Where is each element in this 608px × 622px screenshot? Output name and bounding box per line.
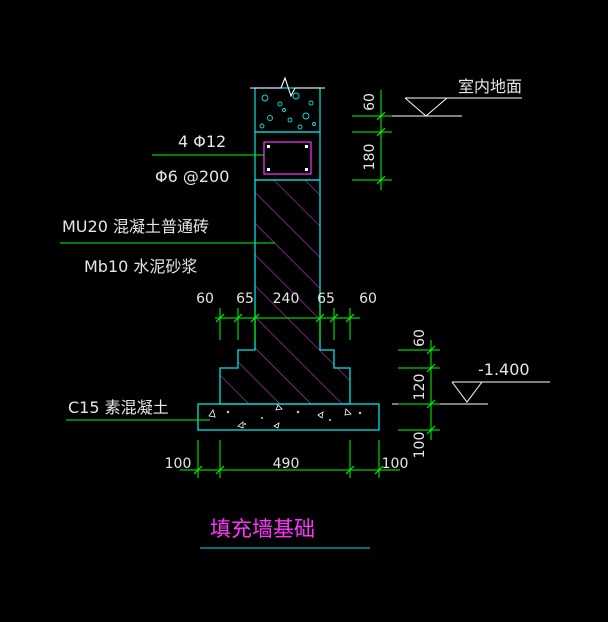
leader-lines bbox=[60, 154, 275, 421]
mortar-label: Mb10 水泥砂浆 bbox=[84, 257, 197, 276]
floor-mark bbox=[385, 97, 522, 117]
dim-bottom-3: 100 bbox=[382, 456, 409, 472]
dim-top-2: 65 bbox=[236, 291, 254, 307]
rebar-beam bbox=[254, 131, 321, 181]
rebar-main-label: 4 Φ12 bbox=[178, 132, 226, 151]
dim-top bbox=[215, 308, 360, 340]
dim-right-upper bbox=[352, 90, 392, 190]
concrete-base bbox=[197, 403, 380, 431]
dim-top-4: 65 bbox=[317, 291, 335, 307]
brick-label: MU20 混凝土普通砖 bbox=[62, 217, 209, 236]
dim-right-upper-1: 60 bbox=[362, 93, 378, 111]
ring-beam bbox=[250, 76, 325, 133]
dim-bottom bbox=[180, 440, 400, 478]
dim-right-lower bbox=[398, 340, 440, 440]
dim-right-lower-1: 60 bbox=[412, 329, 428, 347]
base-label: C15 素混凝土 bbox=[68, 398, 169, 417]
dim-top-5: 60 bbox=[359, 291, 377, 307]
brick-wall bbox=[219, 179, 351, 405]
drawing-title: 填充墙基础 bbox=[210, 517, 315, 541]
dim-right-lower-3: 100 bbox=[412, 432, 428, 459]
dim-right-lower-2: 120 bbox=[412, 374, 428, 401]
floor-label: 室内地面 bbox=[458, 77, 522, 96]
dim-top-1: 60 bbox=[196, 291, 214, 307]
dim-bottom-2: 490 bbox=[273, 456, 300, 472]
dim-bottom-1: 100 bbox=[165, 456, 192, 472]
elevation-label: -1.400 bbox=[478, 360, 530, 379]
rebar-stirrup-label: Φ6 @200 bbox=[155, 167, 229, 186]
dim-top-3: 240 bbox=[273, 291, 300, 307]
dim-right-upper-2: 180 bbox=[362, 144, 378, 171]
